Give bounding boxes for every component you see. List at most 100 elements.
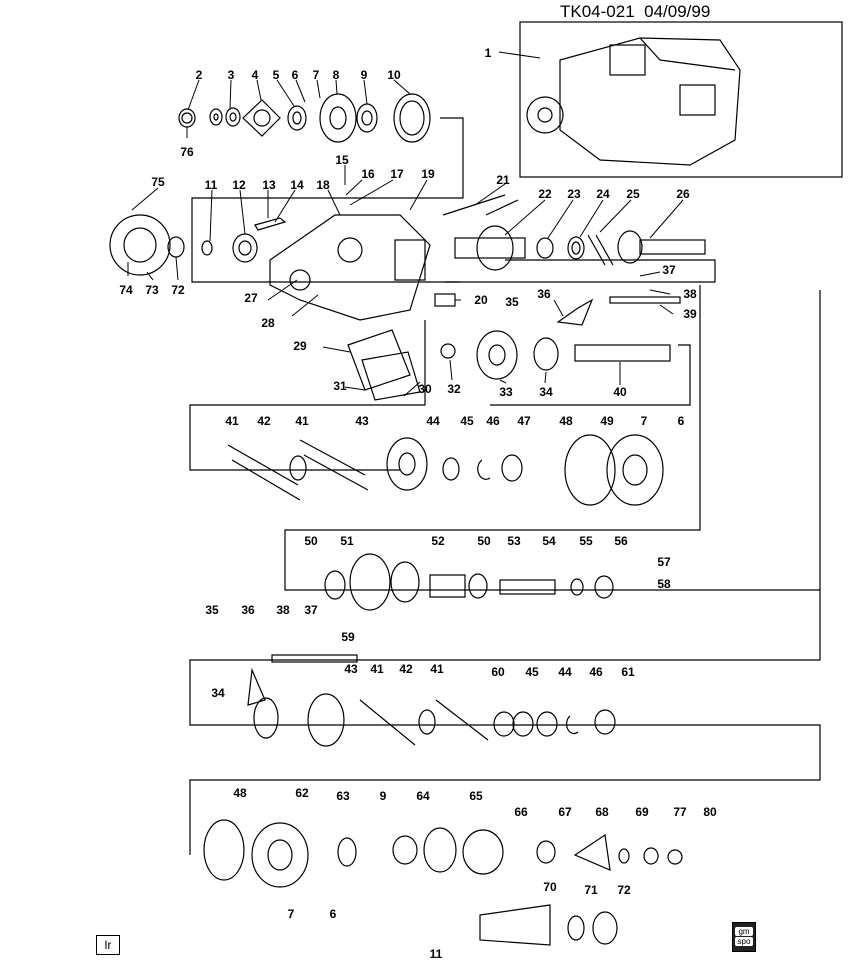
callout-23: 23 bbox=[567, 187, 581, 201]
part-34-sleeve bbox=[533, 337, 559, 371]
callout-14: 14 bbox=[290, 178, 304, 192]
part-68-yoke bbox=[573, 833, 611, 871]
callout-48b: 48 bbox=[233, 786, 247, 800]
callout-45b: 45 bbox=[525, 665, 539, 679]
callout-44: 44 bbox=[426, 414, 440, 428]
callout-64: 64 bbox=[416, 789, 430, 803]
part-10-gasket bbox=[393, 93, 431, 143]
callout-5: 5 bbox=[273, 68, 280, 82]
callout-18: 18 bbox=[316, 178, 330, 192]
part-60-rings bbox=[493, 711, 534, 737]
part-11-ring bbox=[201, 240, 213, 256]
part-43b-gear bbox=[307, 693, 345, 747]
part-59-rail bbox=[271, 654, 358, 663]
callout-57: 57 bbox=[657, 555, 671, 569]
part-52-sleeve bbox=[429, 574, 466, 598]
callout-41a: 41 bbox=[225, 414, 239, 428]
callout-73: 72 bbox=[171, 283, 185, 297]
callout-54: 54 bbox=[542, 534, 556, 548]
callout-3: 3 bbox=[228, 68, 235, 82]
callout-80: 77 bbox=[673, 805, 687, 819]
callout-24: 24 bbox=[596, 187, 610, 201]
part-72-seal bbox=[592, 911, 618, 945]
part-39-rail bbox=[609, 296, 681, 304]
gm-spo-logo: gm spo bbox=[732, 922, 756, 952]
part-2-nut bbox=[178, 108, 196, 128]
part-40-shaft bbox=[574, 344, 671, 362]
callout-13: 13 bbox=[262, 178, 276, 192]
part-80-washer bbox=[643, 847, 659, 865]
callout-32: 32 bbox=[447, 382, 461, 396]
callout-46b: 46 bbox=[589, 665, 603, 679]
callout-9: 9 bbox=[361, 68, 368, 82]
flow-line-e bbox=[189, 290, 821, 855]
callout-53: 53 bbox=[507, 534, 521, 548]
part-31-cover bbox=[361, 351, 421, 401]
callout-30: 30 bbox=[418, 382, 432, 396]
callout-51: 51 bbox=[340, 534, 354, 548]
callout-11: 11 bbox=[205, 178, 218, 192]
part-9b-bearing bbox=[392, 835, 418, 865]
callout-19: 19 bbox=[421, 167, 435, 181]
callout-75: 74 bbox=[119, 283, 133, 297]
diagram-code: TK04-021 bbox=[560, 2, 635, 21]
callout-26: 26 bbox=[676, 187, 690, 201]
part-12-bearing bbox=[232, 233, 258, 263]
part-4-flange bbox=[242, 99, 281, 137]
callout-42b: 42 bbox=[399, 662, 413, 676]
callout-15: 15 bbox=[335, 153, 349, 167]
part-25-rollers bbox=[587, 234, 614, 266]
part-81-nut bbox=[667, 849, 683, 865]
callout-38b: 38 bbox=[276, 603, 290, 617]
part-22-input-gear bbox=[454, 225, 526, 271]
callout-61: 61 bbox=[621, 665, 635, 679]
part-51-gear bbox=[349, 553, 420, 611]
part-67-seal bbox=[536, 840, 556, 864]
callout-20: 20 bbox=[474, 293, 488, 307]
part-61-bearing bbox=[594, 709, 616, 735]
callout-72: 72 bbox=[617, 883, 631, 897]
callout-36b: 36 bbox=[241, 603, 255, 617]
callout-41b: 41 bbox=[295, 414, 309, 428]
assembly-inset-frame bbox=[519, 21, 843, 178]
part-49-cover bbox=[606, 434, 664, 506]
part-33-sprocket bbox=[476, 330, 518, 380]
callout-1: 1 bbox=[485, 46, 492, 60]
part-29-gasket bbox=[347, 329, 411, 391]
callout-17: 17 bbox=[390, 167, 404, 181]
callout-48: 48 bbox=[559, 414, 573, 428]
part-41b-chain bbox=[359, 699, 489, 746]
callout-62: 62 bbox=[295, 786, 309, 800]
callout-40: 40 bbox=[613, 385, 627, 399]
callout-66: 66 bbox=[514, 805, 528, 819]
flow-line-f bbox=[490, 344, 691, 406]
callout-50b: 50 bbox=[477, 534, 491, 548]
part-41-chain-right bbox=[299, 439, 369, 491]
callout-35b: 35 bbox=[205, 603, 219, 617]
callout-65: 65 bbox=[469, 789, 483, 803]
callout-36: 36 bbox=[537, 287, 551, 301]
part-42-spacer bbox=[289, 455, 307, 481]
callout-46: 46 bbox=[486, 414, 500, 428]
callout-69: 69 bbox=[635, 805, 649, 819]
callout-33: 33 bbox=[499, 385, 513, 399]
callout-70: 70 bbox=[543, 880, 557, 894]
callout-29: 29 bbox=[293, 339, 307, 353]
part-13-bracket bbox=[254, 217, 287, 231]
callout-numbers: 1 2 3 4 5 6 7 8 9 10 76 15 16 17 19 75 1… bbox=[119, 46, 717, 960]
callout-39: 39 bbox=[683, 307, 697, 321]
part-70-extension-housing bbox=[479, 904, 551, 946]
part-75-rear-housing bbox=[109, 214, 171, 276]
part-44b-ring bbox=[536, 711, 558, 737]
part-50-bearing-left bbox=[324, 570, 346, 600]
callout-35: 35 bbox=[505, 295, 519, 309]
callout-7c: 7 bbox=[288, 907, 295, 921]
part-26-output-shaft bbox=[617, 230, 706, 264]
callout-34b: 34 bbox=[211, 686, 225, 700]
callout-9b: 9 bbox=[380, 789, 387, 803]
callout-81: 80 bbox=[703, 805, 717, 819]
callout-44b: 44 bbox=[558, 665, 572, 679]
part-41-chain-left bbox=[227, 444, 301, 501]
part-63-seal bbox=[337, 837, 357, 867]
